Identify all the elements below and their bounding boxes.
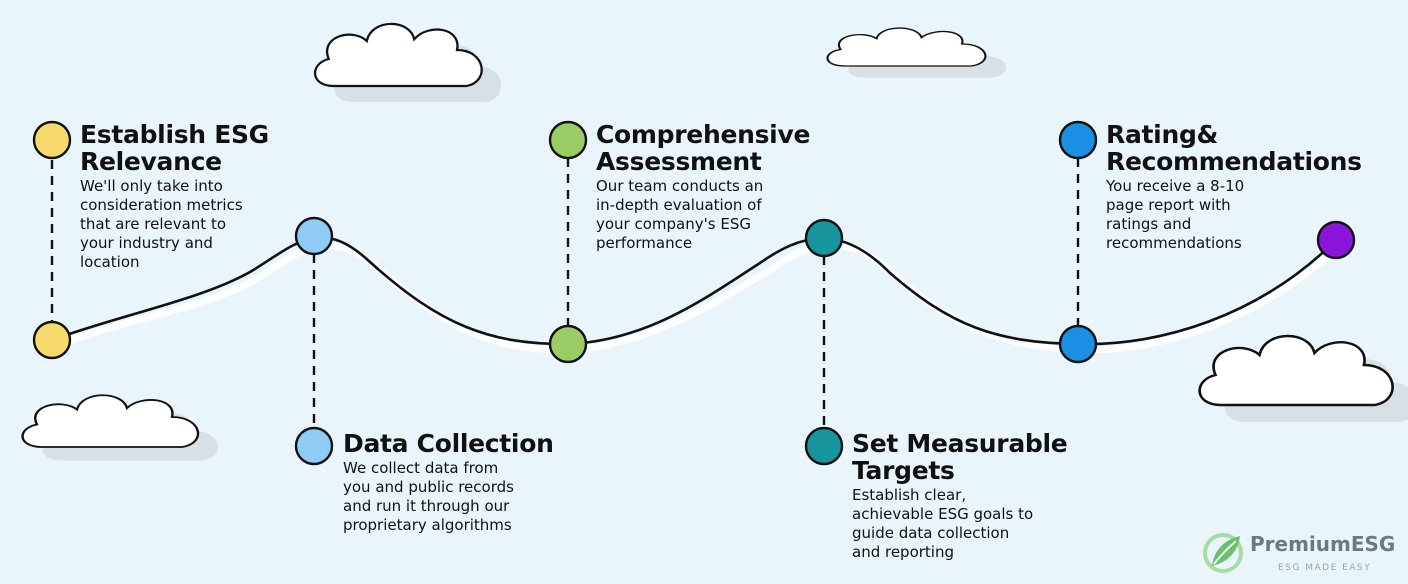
node-data-collection xyxy=(294,216,334,256)
cloud-icon xyxy=(826,26,1007,78)
cloud-icon xyxy=(313,22,502,102)
brand-logo: PremiumESG ESG MADE EASY xyxy=(1200,528,1400,582)
node-comprehensive-assessment xyxy=(548,324,588,364)
premiumesg-leaf-logo-icon xyxy=(1203,533,1243,573)
node-data-collection xyxy=(294,426,334,466)
node-rating-recommendations xyxy=(1058,324,1098,364)
node-set-measurable-targets xyxy=(804,218,844,258)
node-establish-relevance xyxy=(32,320,72,360)
node-establish-relevance xyxy=(32,120,72,160)
node-rating-recommendations xyxy=(1058,120,1098,160)
step-title: Data Collection xyxy=(343,429,554,458)
cloud-icon xyxy=(1198,334,1408,422)
node-comprehensive-assessment xyxy=(548,120,588,160)
logo-wordmark: PremiumESG xyxy=(1250,532,1396,556)
node-end xyxy=(1316,220,1356,260)
step-rating-recommendations: Rating&Recommendations You receive a 8-1… xyxy=(1106,121,1366,253)
node-set-measurable-targets xyxy=(804,426,844,466)
cloud-icon xyxy=(21,394,219,461)
logo-tagline: ESG MADE EASY xyxy=(1278,563,1372,573)
step-title: Rating&Recommendations xyxy=(1106,120,1362,176)
